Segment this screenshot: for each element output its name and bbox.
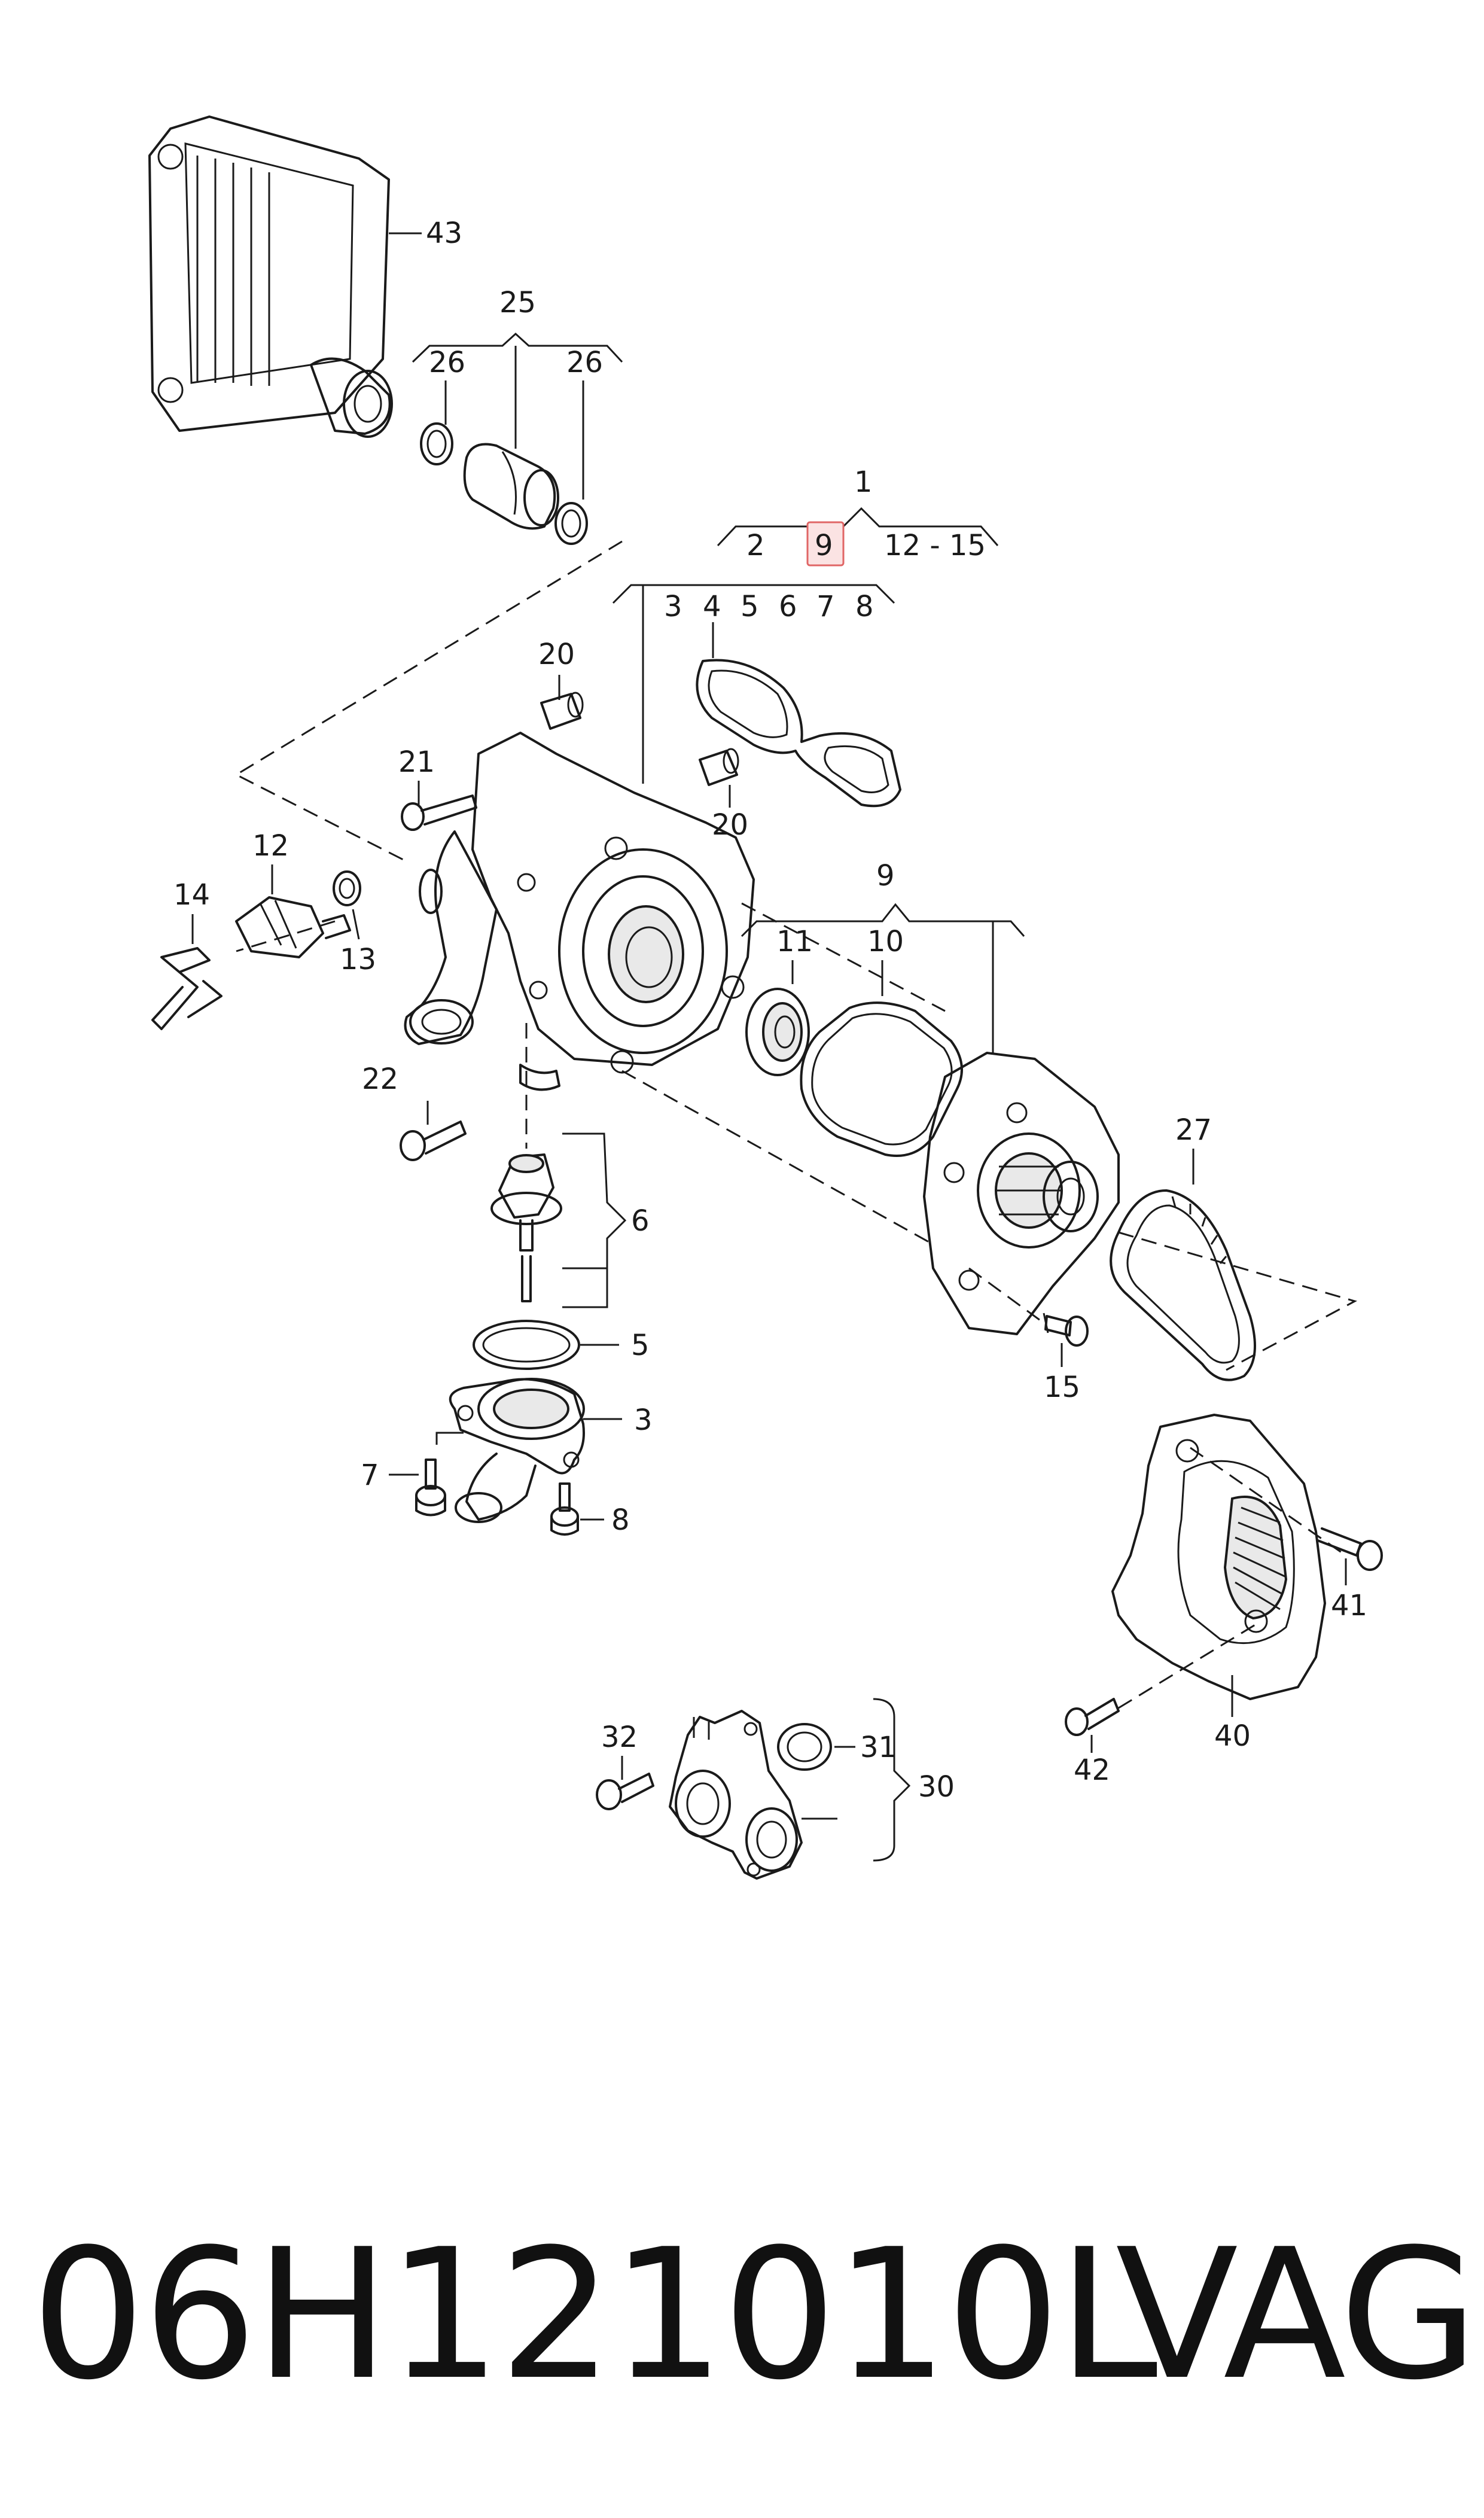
- callout-30: 30: [918, 1770, 955, 1804]
- callout-42: 42: [1074, 1753, 1110, 1787]
- callout-6-top: 6: [779, 590, 797, 623]
- brand-label: VAG: [1116, 2211, 1478, 2419]
- thermostat-cover-part-3[interactable]: [449, 1378, 585, 1523]
- callout-10: 10: [867, 925, 904, 958]
- o-ring-part-13[interactable]: [333, 870, 361, 906]
- dowel-pin-part-20-lower[interactable]: [699, 748, 739, 786]
- callout-26-left: 26: [429, 346, 465, 379]
- callout-8: 8: [611, 1503, 630, 1537]
- callout-20-upper: 20: [538, 638, 575, 671]
- callout-8-top: 8: [855, 590, 874, 623]
- o-ring-part-31[interactable]: [777, 1723, 832, 1771]
- oil-cooler-part-43[interactable]: [148, 115, 393, 438]
- o-ring-part-5[interactable]: [473, 1320, 580, 1370]
- bolt-part-42[interactable]: [1065, 1698, 1120, 1736]
- callout-5-top: 5: [741, 590, 759, 623]
- screw-part-7[interactable]: [415, 1459, 446, 1517]
- callout-25: 25: [499, 286, 536, 319]
- bolt-part-15[interactable]: [1043, 1313, 1089, 1347]
- water-pump-housing[interactable]: [404, 732, 755, 1091]
- exploded-parts-diagram: 43 25 26 26 1 2 9 12 - 15 3 4 5 6 7 8 20: [148, 115, 1383, 1880]
- coolant-flange-part-30[interactable]: [669, 1710, 803, 1880]
- callout-12-15: 12 - 15: [884, 529, 986, 562]
- connector-part-25[interactable]: [463, 443, 559, 530]
- callout-11: 11: [776, 925, 813, 958]
- callout-31: 31: [860, 1731, 897, 1764]
- shaft-seal-part-11[interactable]: [745, 988, 810, 1076]
- callout-7-top: 7: [816, 590, 835, 623]
- callout-9-selected[interactable]: 9: [815, 529, 833, 562]
- o-ring-part-26-right[interactable]: [554, 502, 588, 545]
- callout-13: 13: [340, 943, 376, 976]
- retaining-clip-part-14[interactable]: [151, 947, 223, 1030]
- screw-part-8[interactable]: [550, 1482, 579, 1536]
- callout-40: 40: [1214, 1719, 1251, 1753]
- bolt-part-22[interactable]: [400, 1121, 467, 1161]
- selected-part-highlight[interactable]: [806, 521, 845, 567]
- dowel-pin-part-20-upper[interactable]: [540, 692, 584, 730]
- o-ring-part-26-left[interactable]: [420, 422, 453, 465]
- callout-26-right: 26: [566, 346, 603, 379]
- thermostat-part-6[interactable]: [490, 1153, 562, 1302]
- timing-belt-cover-part-40[interactable]: [1111, 1414, 1326, 1700]
- callout-12: 12: [252, 829, 289, 863]
- water-pump-body[interactable]: [923, 1052, 1120, 1335]
- callout-6: 6: [631, 1204, 650, 1238]
- callout-2: 2: [746, 529, 765, 562]
- callout-41: 41: [1331, 1589, 1367, 1622]
- callout-4-top: 4: [703, 590, 721, 623]
- pump-gasket-part-10[interactable]: [800, 1001, 963, 1157]
- callout-21: 21: [398, 745, 435, 779]
- callout-27: 27: [1175, 1113, 1212, 1147]
- toothed-belt-part-27[interactable]: [1110, 1189, 1256, 1381]
- callout-5: 5: [631, 1329, 650, 1362]
- callout-20-lower: 20: [712, 808, 748, 842]
- callout-22: 22: [362, 1062, 398, 1096]
- callout-15: 15: [1044, 1371, 1080, 1404]
- bolt-part-32[interactable]: [596, 1773, 654, 1810]
- callout-3-top: 3: [664, 590, 682, 623]
- callout-32: 32: [601, 1721, 638, 1754]
- callout-1: 1: [854, 465, 873, 499]
- callout-7: 7: [361, 1459, 379, 1492]
- callout-3: 3: [634, 1403, 653, 1437]
- callout-43: 43: [426, 217, 462, 250]
- temperature-sensor-part-12[interactable]: [235, 896, 351, 958]
- gasket-part-4[interactable]: [696, 659, 901, 808]
- callout-14: 14: [173, 878, 210, 912]
- part-number-label: 06H121010L: [31, 2211, 1158, 2419]
- bolt-part-41[interactable]: [1317, 1527, 1383, 1571]
- bolt-part-21[interactable]: [401, 794, 477, 831]
- callout-9: 9: [876, 859, 895, 893]
